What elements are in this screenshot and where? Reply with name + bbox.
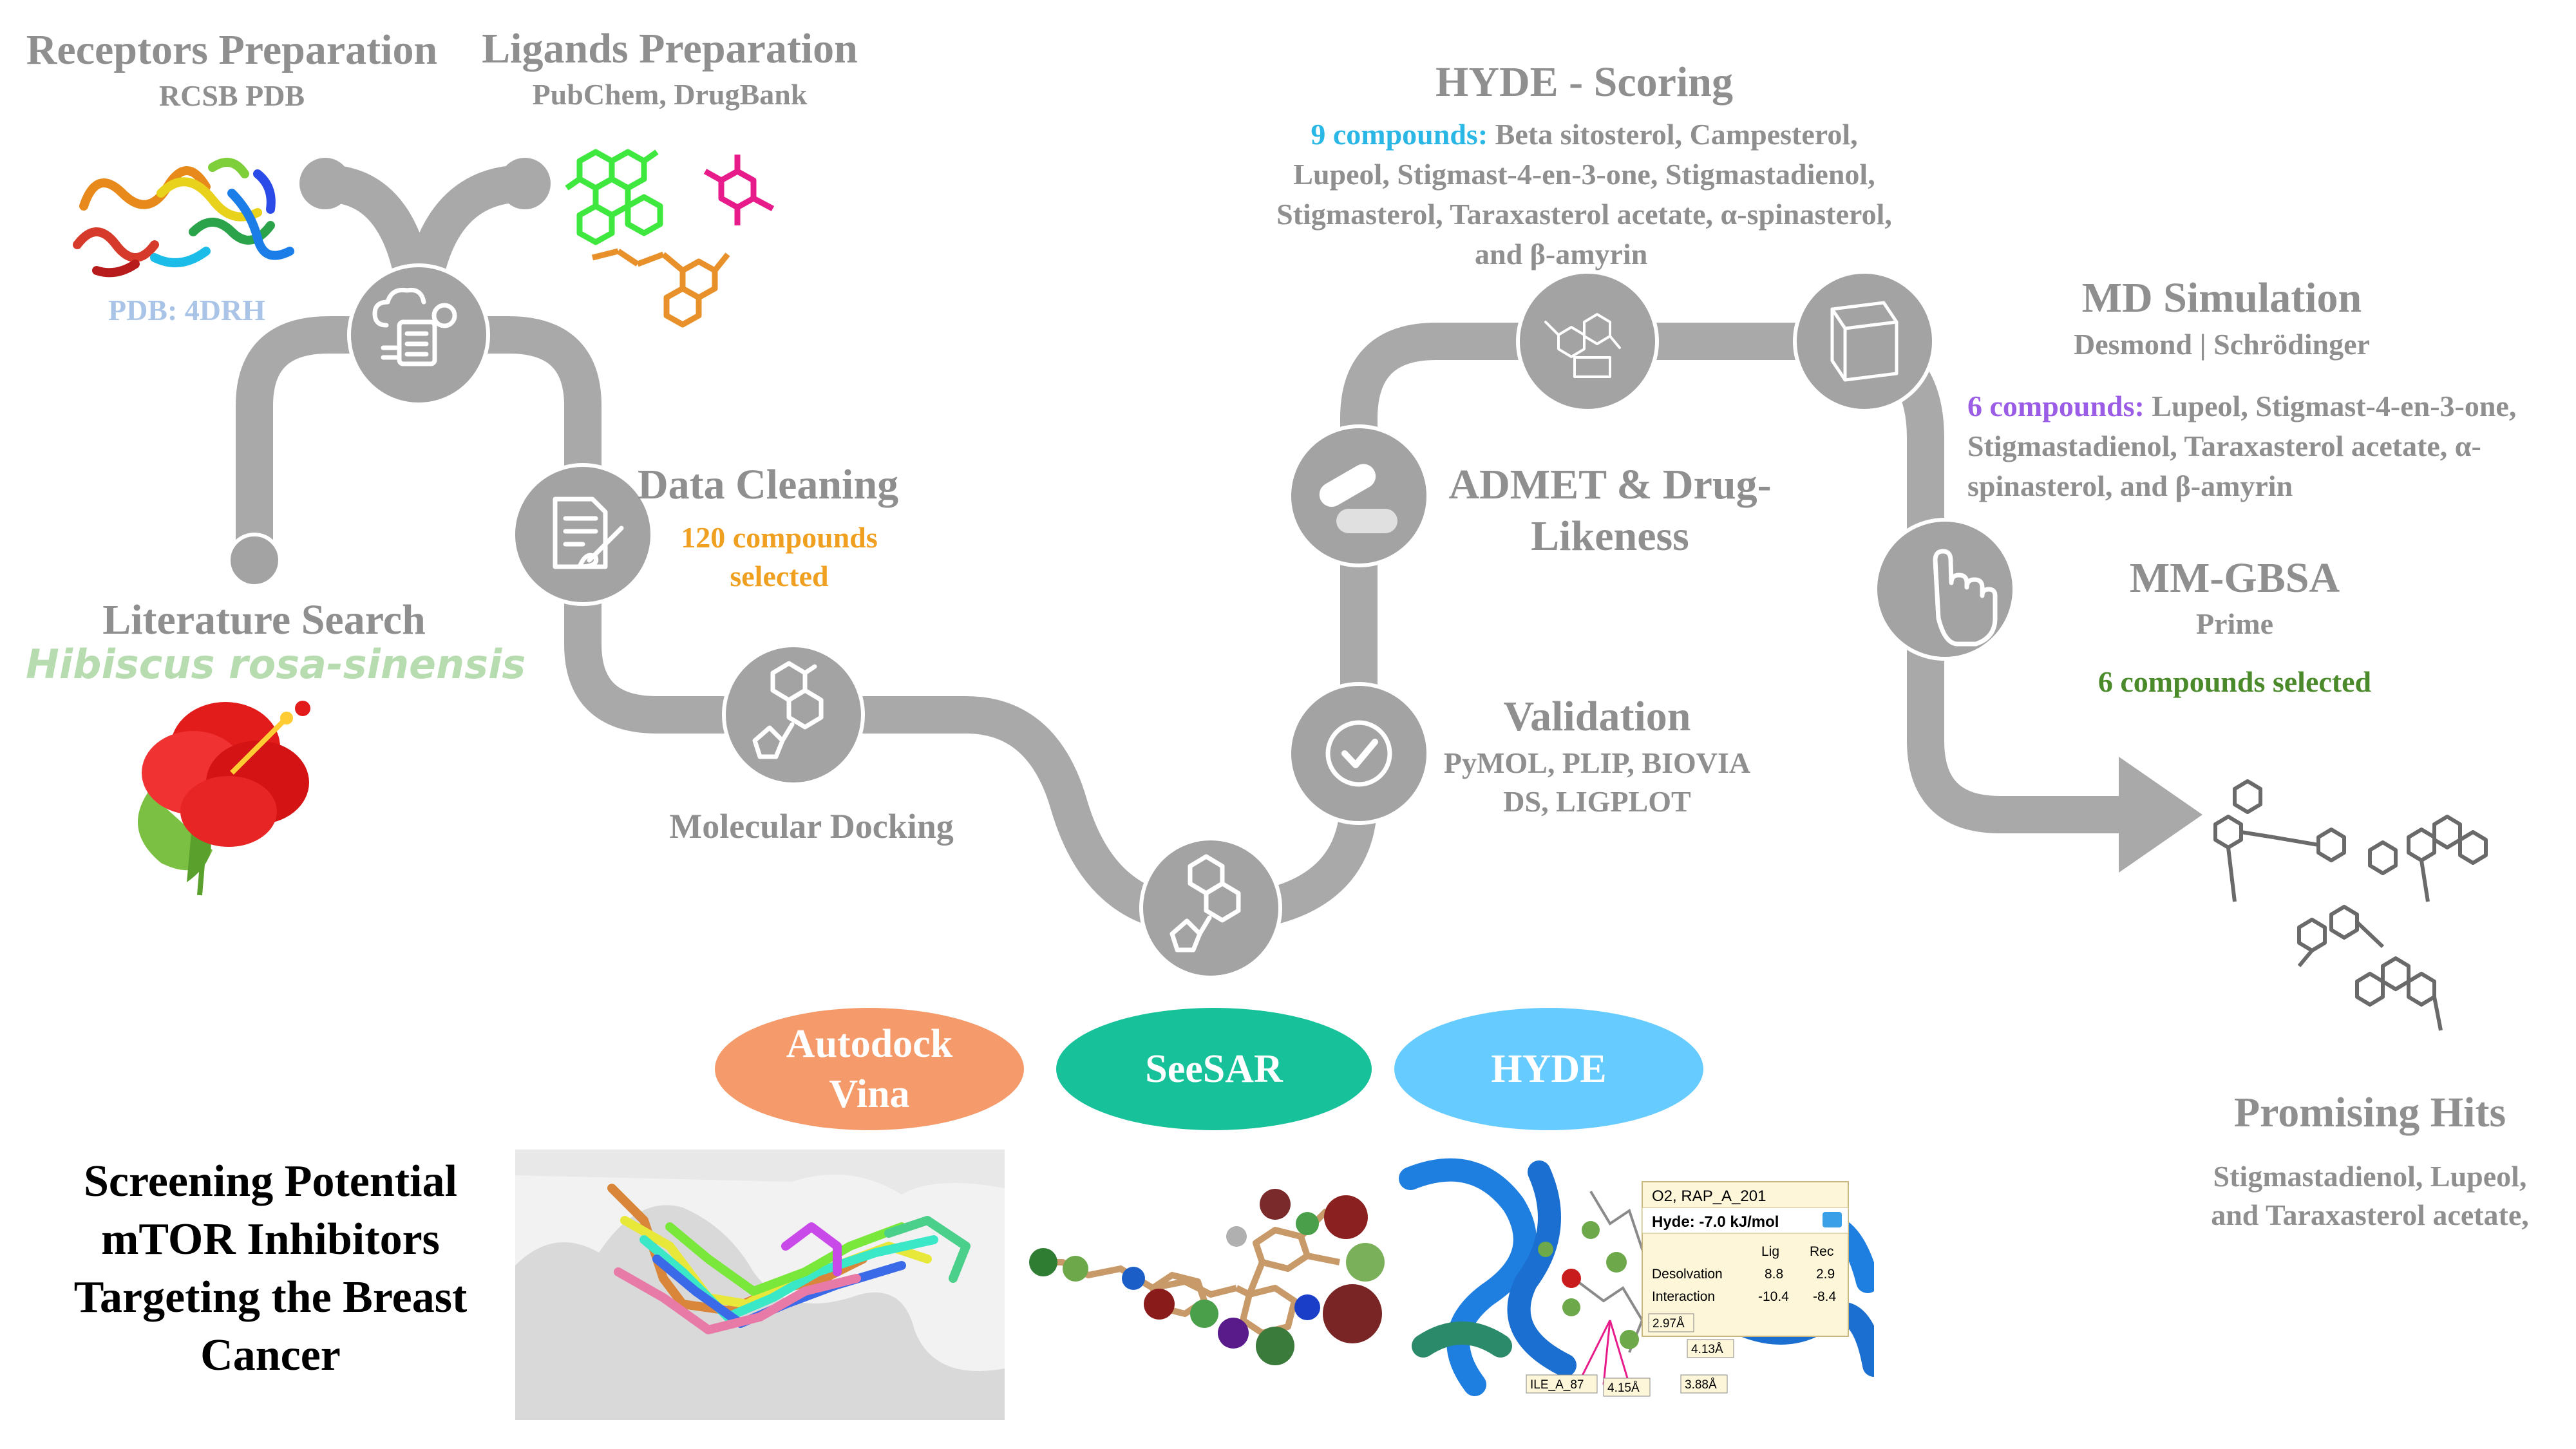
data-cleaning-count: 120 compounds xyxy=(681,521,878,554)
admet-title-line1: ADMET & Drug- xyxy=(1448,461,1772,508)
molecule-icon xyxy=(1170,854,1241,952)
md-line2: Stigmastadienol, Taraxasterol acetate, α… xyxy=(1967,430,2481,462)
scoring-molecule-icon xyxy=(1544,313,1621,378)
node-validation xyxy=(1287,682,1430,825)
promising-hits-molecules-image xyxy=(2213,779,2488,1031)
ligand-structures-image xyxy=(565,149,775,328)
hyde-label: HYDE xyxy=(1491,1047,1607,1091)
screening-line4: Cancer xyxy=(200,1331,341,1380)
validation-tools-line1: PyMOL, PLIP, BIOVIA xyxy=(1443,746,1751,779)
pointer-hand-icon xyxy=(1933,549,1998,647)
node-mm-gbsa xyxy=(1873,518,2016,661)
hibiscus-flower-image xyxy=(138,701,310,896)
hyde-scoring-title: HYDE - Scoring xyxy=(1435,59,1733,106)
node-data-cleaning xyxy=(511,463,654,606)
molecular-docking-title: Molecular Docking xyxy=(669,807,954,846)
autodock-label-line2: Vina xyxy=(829,1072,910,1116)
distance-tag: 3.88Å xyxy=(1685,1378,1717,1392)
ligands-subtitle: PubChem, DrugBank xyxy=(532,78,808,111)
seesar-pill: SeeSAR xyxy=(1056,1008,1372,1130)
mm-gbsa-subtitle: Prime xyxy=(2195,607,2274,640)
hyde-panel-row-rec: -8.4 xyxy=(1813,1289,1837,1304)
literature-title: Literature Search xyxy=(102,596,426,643)
hyde-pill: HYDE xyxy=(1394,1008,1703,1130)
hyde-panel-col-lig: Lig xyxy=(1761,1244,1779,1259)
hyde-scoring-line3: Stigmasterol, Taraxasterol acetate, α-sp… xyxy=(1276,198,1892,231)
validation-title: Validation xyxy=(1503,693,1691,740)
seesar-ligand-image xyxy=(1029,1189,1385,1365)
distance-tag: 2.97Å xyxy=(1653,1317,1685,1331)
node-admet xyxy=(1287,424,1430,567)
mm-gbsa-result: 6 compounds selected xyxy=(2098,665,2372,698)
md-count: 6 compounds: xyxy=(1967,390,2145,422)
screening-line1: Screening Potential xyxy=(83,1157,458,1206)
receptors-subtitle: RCSB PDB xyxy=(158,79,305,112)
document-brush-icon xyxy=(553,497,624,569)
md-simulation-title: MD Simulation xyxy=(2081,274,2362,321)
validation-tools-line2: DS, LIGPLOT xyxy=(1503,785,1691,818)
md-compounds-1: Lupeol, Stigmast-4-en-3-one, xyxy=(2144,390,2517,422)
node-md-simulation xyxy=(1793,270,1936,413)
species-name: Hibiscus rosa-sinensis xyxy=(26,641,526,688)
node-literature-endpoint xyxy=(227,533,282,588)
checkmark-icon xyxy=(1325,720,1392,787)
seesar-label: SeeSAR xyxy=(1145,1047,1283,1091)
hyde-scoring-count: 9 compounds: xyxy=(1311,118,1488,151)
receptors-title: Receptors Preparation xyxy=(26,26,438,73)
mm-gbsa-title: MM-GBSA xyxy=(2129,554,2340,601)
screening-line3: Targeting the Breast xyxy=(73,1273,468,1322)
hyde-panel-header: O2, RAP_A_201 xyxy=(1652,1188,1766,1205)
screening-line2: mTOR Inhibitors xyxy=(101,1215,440,1264)
hyde-panel-col-rec: Rec xyxy=(1810,1244,1833,1259)
node-ligand-endpoint xyxy=(499,158,551,209)
md-simulation-subtitle: Desmond | Schrödinger xyxy=(2074,328,2370,361)
hyde-panel-row-label: Desolvation xyxy=(1652,1267,1723,1282)
md-line1: 6 compounds: Lupeol, Stigmast-4-en-3-one… xyxy=(1967,386,2573,426)
hyde-scoring-compounds-1: Beta sitosterol, Campesterol, xyxy=(1488,118,1858,151)
pdb-id-label: PDB: 4DRH xyxy=(108,294,266,327)
simulation-box-icon xyxy=(1830,301,1899,382)
hyde-panel-row-label: Interaction xyxy=(1652,1289,1715,1304)
hyde-panel-row-rec: 2.9 xyxy=(1816,1267,1835,1282)
arrow-head xyxy=(2119,757,2202,873)
hyde-scoring-line4: and β-amyrin xyxy=(1475,238,1648,270)
ligands-title: Ligands Preparation xyxy=(482,25,858,72)
hyde-scoring-line2: Lupeol, Stigmast-4-en-3-one, Stigmastadi… xyxy=(1293,158,1875,191)
hyde-complex-image: O2, RAP_A_201 Hyde: -7.0 kJ/mol Lig Rec … xyxy=(1397,1153,1874,1417)
promising-hits-line1: Stigmastadienol, Lupeol, xyxy=(2213,1160,2527,1193)
receptor-protein-image xyxy=(73,158,294,278)
node-receptor-endpoint xyxy=(299,158,351,209)
cloud-settings-icon xyxy=(372,287,457,366)
pills-icon xyxy=(1319,464,1397,533)
distance-tag: 4.13Å xyxy=(1691,1343,1723,1356)
data-cleaning-title: Data Cleaning xyxy=(638,461,899,508)
promising-hits-title: Promising Hits xyxy=(2233,1089,2506,1136)
screening-title: Screening Potential mTOR Inhibitors Targ… xyxy=(39,1153,502,1385)
node-hyde-scoring xyxy=(1516,270,1659,413)
residue-tag: ILE_A_87 xyxy=(1530,1378,1584,1392)
md-line3: spinasterol, and β-amyrin xyxy=(1967,469,2293,502)
molecule-icon xyxy=(752,661,824,759)
data-cleaning-selected: selected xyxy=(730,560,829,592)
distance-tag: 4.15Å xyxy=(1607,1381,1640,1395)
docking-poses-image xyxy=(515,1150,1005,1420)
hyde-scoring-line1: 9 compounds: Beta sitosterol, Campestero… xyxy=(1198,115,1971,155)
hyde-panel-row-lig: -10.4 xyxy=(1758,1289,1789,1304)
hyde-panel-score: Hyde: -7.0 kJ/mol xyxy=(1652,1213,1779,1231)
hyde-panel-row-lig: 8.8 xyxy=(1765,1267,1783,1282)
admet-title-line2: Likeness xyxy=(1531,513,1689,560)
autodock-label-line1: Autodock xyxy=(786,1022,953,1066)
promising-hits-line2: and Taraxasterol acetate, xyxy=(2211,1198,2529,1231)
